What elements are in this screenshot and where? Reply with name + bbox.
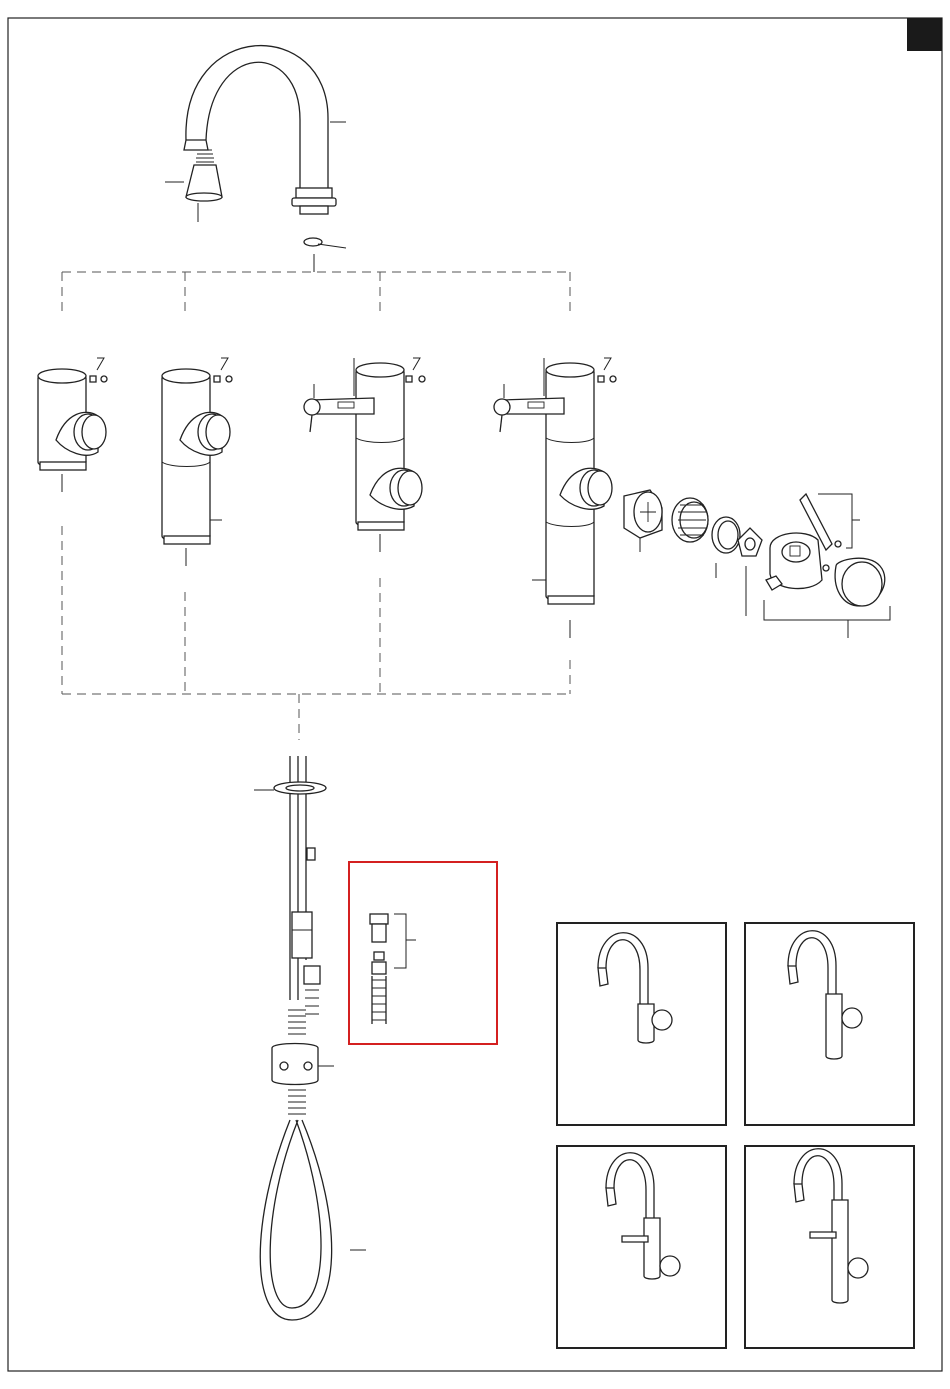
variant-thumbnail-3[interactable] xyxy=(557,1146,726,1348)
highlighted-spare-parts-box xyxy=(349,862,497,1044)
connector-lines-bottom xyxy=(62,526,570,740)
cartridge-exploded-parts xyxy=(624,490,890,638)
spout-assembly xyxy=(165,46,346,272)
body-variant-1 xyxy=(38,358,107,492)
connector-lines-top xyxy=(62,272,570,312)
body-variant-2 xyxy=(162,358,232,566)
body-variant-3 xyxy=(304,358,425,552)
variant-thumbnail-2[interactable] xyxy=(745,923,914,1125)
body-variant-4 xyxy=(494,358,616,638)
variant-thumbnail-4[interactable] xyxy=(745,1146,914,1348)
variant-thumbnail-1[interactable] xyxy=(557,923,726,1125)
corner-tab xyxy=(907,18,942,51)
